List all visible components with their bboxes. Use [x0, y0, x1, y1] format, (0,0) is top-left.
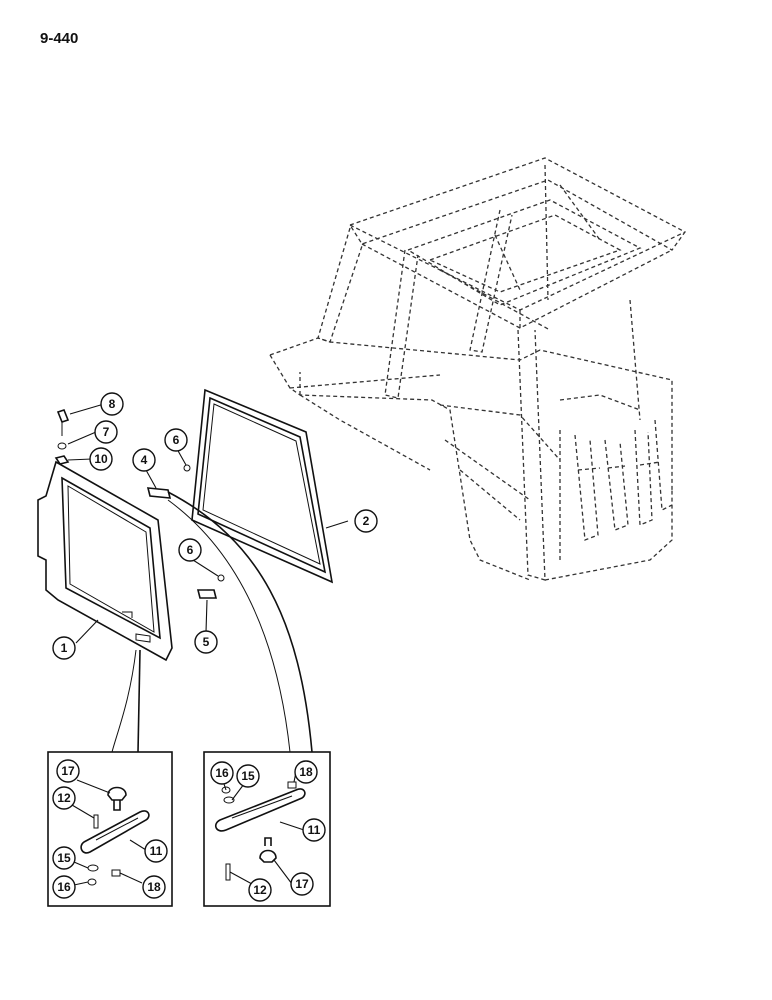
callout-label: 17 — [61, 764, 75, 778]
callout-r18: 18 — [294, 760, 318, 784]
callout-label: 4 — [141, 453, 148, 467]
leader-to-left-detail-2 — [111, 649, 137, 753]
screw-part-upper — [183, 464, 191, 472]
glass-seal-part — [191, 388, 334, 584]
callout-label: 16 — [57, 880, 71, 894]
callout-label: 12 — [253, 883, 267, 897]
callout-circle — [142, 875, 166, 899]
callout-circle — [178, 538, 202, 562]
strap-part-left — [80, 810, 150, 854]
leader-to-right-detail — [167, 491, 313, 753]
screw-part-left — [93, 814, 99, 829]
callout-label: 8 — [109, 397, 116, 411]
callout-circle — [52, 846, 76, 870]
callout-circle — [210, 761, 234, 785]
washer-part-left — [87, 864, 99, 872]
callout-label: 16 — [215, 766, 229, 780]
callout-l18: 18 — [142, 875, 166, 899]
callout-circle — [294, 760, 318, 784]
callout-label: 6 — [187, 543, 194, 557]
callout-c2: 2 — [354, 509, 378, 533]
keeper-part — [196, 589, 218, 599]
callout-r15: 15 — [236, 764, 260, 788]
callout-circle — [248, 878, 272, 902]
nut-part-left-18 — [111, 869, 121, 877]
callout-c6a: 6 — [164, 428, 188, 452]
knob-part-left — [107, 786, 127, 811]
callout-circle — [89, 447, 113, 471]
callout-label: 7 — [103, 425, 110, 439]
callout-l16: 16 — [52, 875, 76, 899]
callout-l15: 15 — [52, 846, 76, 870]
callout-label: 5 — [203, 635, 210, 649]
callout-c4: 4 — [132, 448, 156, 472]
screw-part-right — [225, 863, 231, 881]
latch-part — [146, 487, 172, 499]
callout-circle — [52, 786, 76, 810]
callout-label: 12 — [57, 791, 71, 805]
callout-circle — [194, 630, 218, 654]
bolt-hardware — [54, 409, 70, 465]
callout-circle — [302, 818, 326, 842]
callout-circle — [144, 839, 168, 863]
callout-label: 18 — [147, 880, 161, 894]
callout-c10: 10 — [89, 447, 113, 471]
callout-r17: 17 — [290, 872, 314, 896]
callout-leaders — [67, 403, 349, 886]
page-number: 9-440 — [40, 30, 79, 47]
knob-part-right — [259, 837, 277, 863]
callout-label: 6 — [173, 433, 180, 447]
callout-circle — [56, 759, 80, 783]
leader-to-left-detail — [137, 649, 141, 753]
callout-l11: 11 — [144, 839, 168, 863]
left-detail-box — [47, 751, 173, 907]
callout-circle — [52, 636, 76, 660]
callout-circle — [164, 428, 188, 452]
callout-r16: 16 — [210, 761, 234, 785]
callout-label: 18 — [299, 765, 313, 779]
callout-c1: 1 — [52, 636, 76, 660]
callout-label: 11 — [308, 823, 321, 837]
callout-l12: 12 — [52, 786, 76, 810]
callout-circle — [132, 448, 156, 472]
callout-r11: 11 — [302, 818, 326, 842]
callout-label: 11 — [150, 844, 163, 858]
washer-part-right-15 — [223, 796, 235, 804]
screw-part-lower — [217, 574, 225, 582]
window-frame-part — [37, 460, 173, 662]
callout-c7: 7 — [94, 420, 118, 444]
washer-part-right — [221, 786, 231, 794]
strap-part-right — [214, 788, 306, 832]
nut-part-right-18 — [287, 781, 297, 789]
right-detail-box — [203, 751, 331, 907]
callout-l17: 17 — [56, 759, 80, 783]
callout-circle — [290, 872, 314, 896]
callout-c8: 8 — [100, 392, 124, 416]
callout-circle — [236, 764, 260, 788]
callout-label: 15 — [241, 769, 255, 783]
callout-c6b: 6 — [178, 538, 202, 562]
leader-to-right-detail-2 — [167, 499, 291, 753]
callout-label: 15 — [57, 851, 71, 865]
callout-circle — [94, 420, 118, 444]
callout-r12: 12 — [248, 878, 272, 902]
callout-circle — [52, 875, 76, 899]
callout-c5: 5 — [194, 630, 218, 654]
callout-circle — [354, 509, 378, 533]
cab-outline — [269, 157, 686, 581]
nut-part-left — [87, 878, 97, 886]
callout-label: 1 — [61, 641, 68, 655]
callout-label: 10 — [94, 452, 108, 466]
callout-label: 2 — [363, 514, 370, 528]
callout-circle — [100, 392, 124, 416]
callout-label: 17 — [295, 877, 309, 891]
